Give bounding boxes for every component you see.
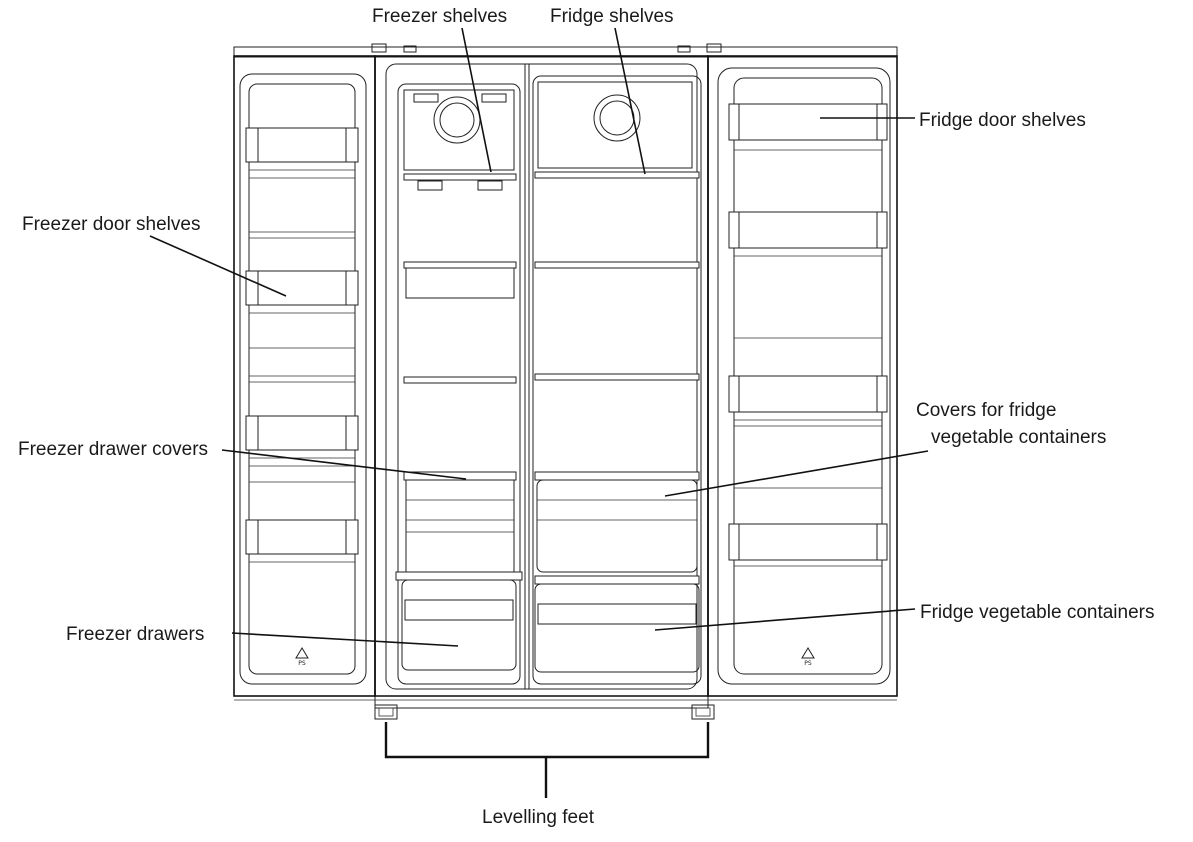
freezer-compartment	[395, 83, 523, 685]
svg-text:PS: PS	[298, 660, 306, 667]
fridge-shelf	[534, 373, 700, 381]
label-levelling-feet: Levelling feet	[482, 807, 595, 828]
leader-lines	[149, 27, 929, 798]
svg-text:PS: PS	[804, 660, 812, 667]
fridge-door-shelf	[728, 211, 888, 249]
label-covers-fridge-veg-line2: vegetable containers	[931, 427, 1106, 448]
label-fridge-vegetable-containers: Fridge vegetable containers	[920, 602, 1154, 623]
label-fridge-door-shelves: Fridge door shelves	[919, 110, 1086, 131]
freezer-shelf	[403, 173, 517, 191]
fridge-veg-container	[534, 575, 700, 673]
freezer-door: PS	[233, 55, 376, 697]
freezer-shelf	[403, 261, 517, 299]
freezer-door-shelf	[245, 519, 359, 555]
fridge-shelf	[534, 261, 700, 269]
fridge-door-shelf	[728, 375, 888, 413]
label-freezer-drawers: Freezer drawers	[66, 624, 204, 645]
freezer-door-shelf	[245, 270, 359, 306]
label-freezer-drawer-covers: Freezer drawer covers	[18, 439, 208, 460]
recycle-icon: PS	[295, 647, 309, 667]
freezer-fan-icon	[403, 89, 515, 171]
freezer-drawer	[395, 571, 523, 671]
fridge-door-shelf	[728, 523, 888, 561]
levelling-feet	[374, 704, 715, 720]
label-freezer-door-shelves: Freezer door shelves	[22, 214, 200, 235]
fridge-veg-cover	[534, 471, 700, 573]
freezer-shelf	[403, 376, 517, 384]
fridge-shelf	[534, 171, 700, 179]
fridge-fan-icon	[537, 81, 693, 169]
freezer-door-shelf	[245, 127, 359, 163]
recycle-icon: PS	[801, 647, 815, 667]
label-fridge-shelves: Fridge shelves	[550, 6, 674, 27]
label-freezer-shelves: Freezer shelves	[372, 6, 507, 27]
freezer-drawer-cover	[403, 471, 517, 573]
fridge-compartment	[532, 75, 702, 685]
freezer-door-shelf	[245, 415, 359, 451]
callout-labels: Freezer shelves Fridge shelves Fridge do…	[18, 6, 1154, 828]
fridge-door: PS	[707, 55, 898, 697]
fridge-door-shelf	[728, 103, 888, 141]
label-covers-fridge-veg-line1: Covers for fridge	[916, 400, 1056, 421]
